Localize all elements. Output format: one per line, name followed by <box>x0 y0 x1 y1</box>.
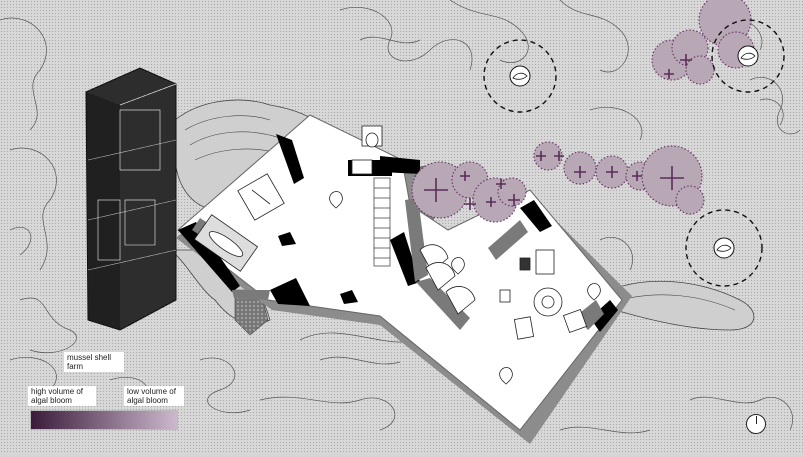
algal-bloom-legend-bar <box>30 410 178 430</box>
label-high-algal-bloom: high volume of algal bloom <box>28 386 96 406</box>
mussel-icon <box>713 237 735 259</box>
mussel-buoys <box>483 19 785 287</box>
staircase <box>373 177 391 267</box>
mussel-shell-farm-tower <box>85 67 177 331</box>
algal-bloom-clouds <box>411 0 755 223</box>
north-arrow-icon <box>746 414 766 434</box>
plus-icon <box>424 54 692 210</box>
walls <box>178 134 618 332</box>
label-low-algal-bloom: low volume of algal bloom <box>124 386 184 406</box>
furniture <box>193 125 601 385</box>
label-mussel-shell-farm: mussel shell farm <box>64 352 124 372</box>
mussel-icon <box>737 45 759 67</box>
mussel-icon <box>509 65 531 87</box>
